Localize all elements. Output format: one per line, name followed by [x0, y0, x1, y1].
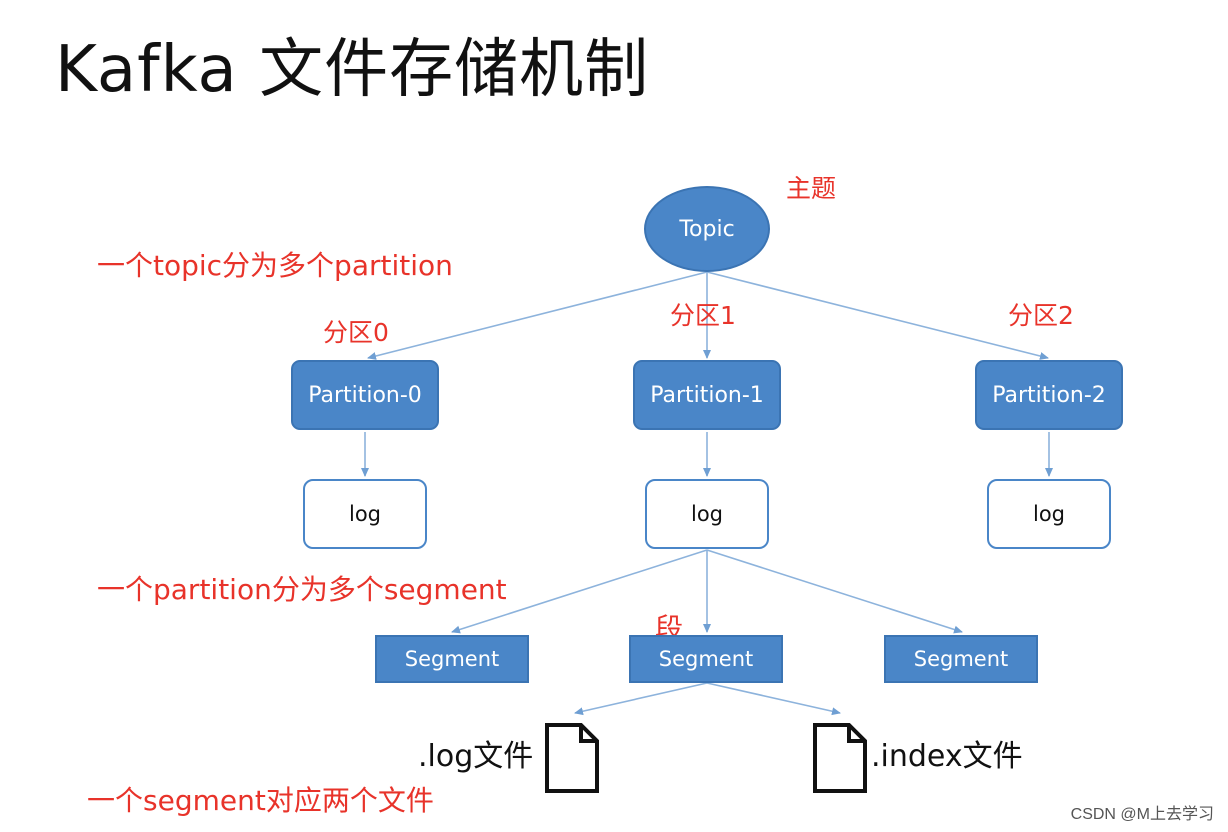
annotation-partition2: 分区2 — [1008, 301, 1074, 330]
page-title: Kafka 文件存储机制 — [55, 33, 650, 107]
index-file-icon — [813, 723, 867, 793]
watermark: CSDN @M上去学习 — [1070, 806, 1214, 823]
edge-topic-partition2 — [706, 271, 1049, 360]
segment-2-node: Segment — [884, 635, 1038, 683]
index-file-label: .index文件 — [871, 739, 1023, 774]
annotation-topic-to-partition: 一个topic分为多个partition — [97, 249, 453, 282]
partition-0-node: Partition-0 — [291, 360, 439, 430]
annotation-partition1: 分区1 — [670, 301, 736, 330]
partition-1-node: Partition-1 — [633, 360, 781, 430]
edge-segment-logfile — [574, 682, 708, 716]
log-0-node: log — [303, 479, 427, 549]
annotation-segment-to-files: 一个segment对应两个文件 — [87, 784, 434, 817]
edge-segment-indexfile — [706, 682, 841, 716]
topic-node: Topic — [644, 186, 770, 272]
log-file-label: .log文件 — [418, 739, 534, 774]
log-file-icon — [545, 723, 599, 793]
annotation-topic: 主题 — [786, 174, 837, 203]
log-1-node: log — [645, 479, 769, 549]
annotation-partition-to-segment: 一个partition分为多个segment — [97, 573, 507, 606]
log-2-node: log — [987, 479, 1111, 549]
segment-1-node: Segment — [629, 635, 783, 683]
partition-2-node: Partition-2 — [975, 360, 1123, 430]
edge-log-segment0 — [451, 549, 708, 634]
annotation-partition0: 分区0 — [323, 318, 389, 347]
edge-topic-partition0 — [367, 271, 708, 360]
edge-log-segment2 — [706, 549, 963, 634]
segment-0-node: Segment — [375, 635, 529, 683]
